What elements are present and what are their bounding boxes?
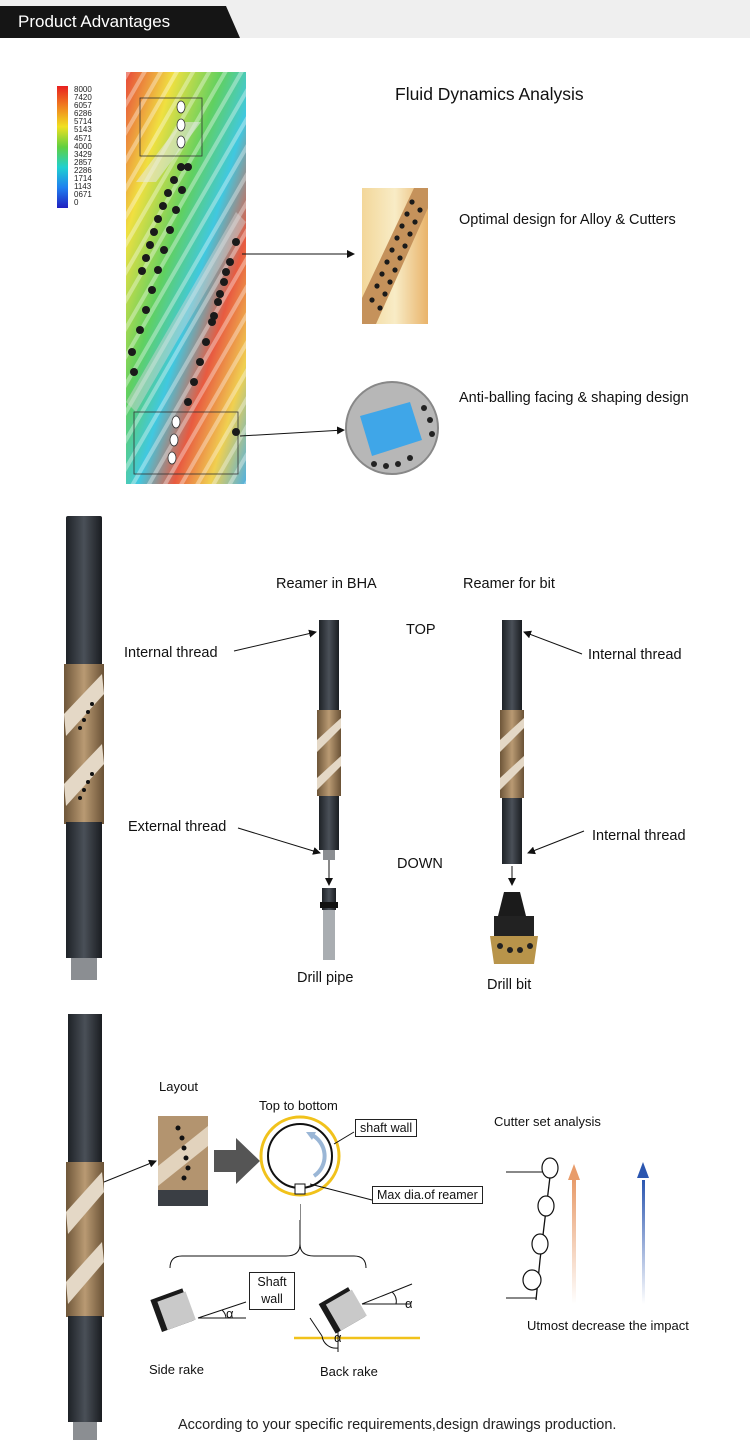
callout-arrows (239, 250, 355, 437)
reamer-bit-image (490, 620, 538, 964)
alloy-cutter-detail-image (362, 188, 428, 324)
layout-leader-arrow (103, 1159, 157, 1183)
cutter-set-diagram (506, 1157, 649, 1304)
alpha-back: α (405, 1296, 413, 1311)
cutter-set-analysis-title: Cutter set analysis (494, 1114, 601, 1129)
legend-value: 7420 (74, 93, 92, 103)
down-label: DOWN (397, 856, 443, 872)
anti-balling-callout: Anti-balling facing & shaping design (459, 390, 689, 406)
internal-thread-label-left: Internal thread (124, 645, 218, 661)
legend-value: 5714 (74, 117, 92, 127)
cfd-reamer-image (126, 72, 246, 484)
legend-value: 1714 (74, 174, 92, 184)
reamer-bha-heading: Reamer in BHA (276, 576, 377, 592)
back-rake-label: Back rake (320, 1364, 378, 1379)
side-rake-label: Side rake (149, 1362, 204, 1377)
legend-value: 4000 (74, 141, 92, 151)
max-dia-label: Max dia.of reamer (372, 1186, 483, 1204)
drill-pipe-label: Drill pipe (297, 970, 354, 986)
drill-bit-label: Drill bit (487, 977, 532, 993)
section-title: Product Advantages (18, 12, 171, 31)
legend-value: 2857 (74, 157, 92, 167)
cross-section-ring (259, 1115, 341, 1197)
legend-value: 0 (74, 198, 79, 208)
reamer-bha-image (317, 620, 341, 960)
legend-value: 4571 (74, 133, 92, 143)
arrow-right-icon (214, 1138, 260, 1184)
legend-value: 5143 (74, 125, 92, 135)
external-thread-label: External thread (128, 819, 227, 835)
reamer-full-image-2 (66, 1014, 104, 1440)
legend-value: 3429 (74, 149, 92, 159)
legend-value: 6286 (74, 109, 92, 119)
shaft-wall-label: Shaft wall (249, 1272, 295, 1310)
fluid-dynamics-title: Fluid Dynamics Analysis (395, 84, 584, 104)
side-rake-cutter (150, 1288, 247, 1332)
utmost-decrease-label: Utmost decrease the impact (527, 1318, 689, 1333)
reamer-bit-heading: Reamer for bit (463, 576, 555, 592)
internal-thread-label-right-bottom: Internal thread (592, 828, 686, 844)
ring-leader-lines (300, 1131, 373, 1222)
legend-value: 0671 (74, 190, 92, 200)
alpha-side: α (226, 1306, 234, 1321)
layout-detail-image (158, 1116, 208, 1206)
anti-balling-detail-image (345, 381, 439, 475)
thread-arrows (233, 629, 585, 855)
legend-value: 1143 (74, 182, 92, 192)
internal-thread-label-right-top: Internal thread (588, 647, 682, 663)
layout-label: Layout (159, 1079, 199, 1094)
color-legend-values: 8000 7420 6057 6286 5714 5143 4571 4000 … (74, 85, 92, 208)
footer-note: According to your specific requirements,… (178, 1417, 617, 1433)
color-legend-bar (57, 86, 68, 208)
legend-value: 8000 (74, 85, 92, 94)
rake-bracket (169, 1220, 367, 1269)
shaft-wall-box-label: shaft wall (355, 1119, 418, 1137)
reamer-full-image (64, 516, 104, 980)
alpha-back-lower: α (334, 1330, 342, 1345)
legend-value: 6057 (74, 101, 92, 111)
legend-value: 2286 (74, 165, 92, 175)
top-label: TOP (406, 622, 436, 638)
alloy-callout: Optimal design for Alloy & Cutters (459, 212, 676, 228)
back-rake-cutter (294, 1283, 420, 1352)
top-to-bottom-label: Top to bottom (259, 1098, 338, 1113)
header-tab (0, 6, 240, 38)
